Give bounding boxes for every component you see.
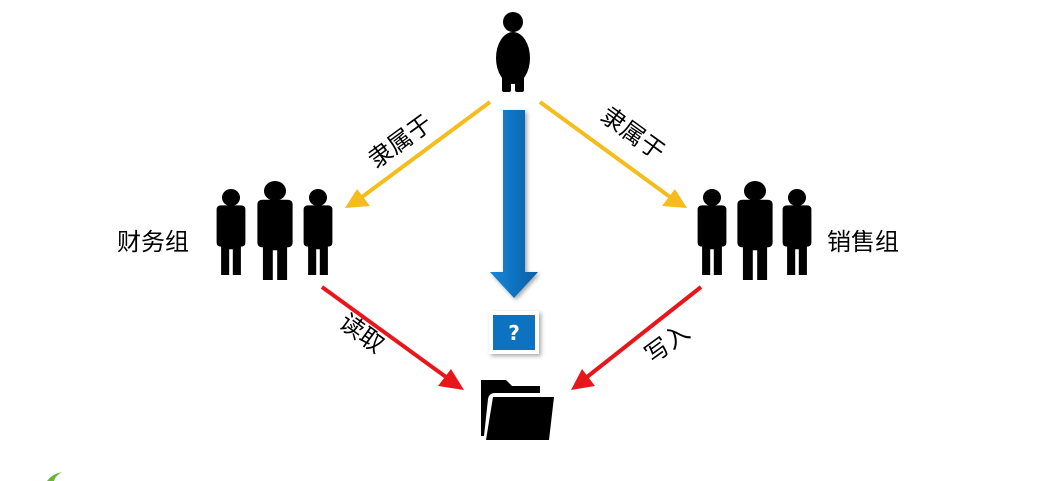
edge-line — [538, 100, 672, 199]
edge-user-to-folder: ? — [489, 110, 539, 354]
edge-arrowhead — [662, 189, 687, 208]
edge-line — [585, 285, 703, 379]
big-down-arrow — [490, 110, 538, 298]
edge-arrowhead — [345, 189, 370, 208]
edge-arrowhead — [438, 369, 464, 390]
edge-arrowhead — [571, 369, 595, 390]
edge-user-to-finance: 隶属于 — [345, 100, 492, 208]
edge-line — [320, 285, 448, 379]
edge-label: 读取 — [334, 308, 389, 359]
unknown-badge-label: ? — [508, 321, 520, 345]
edge-line — [360, 100, 492, 199]
edge-label: 隶属于 — [363, 109, 438, 174]
edge-sales-to-folder: 写入 — [571, 285, 703, 390]
folder-node — [481, 380, 554, 440]
corner-decoration — [47, 472, 62, 481]
sales-group-label: 销售组 — [827, 228, 899, 256]
sales-group-node: 销售组 — [697, 181, 899, 280]
finance-group-label: 财务组 — [117, 228, 189, 256]
edge-label: 写入 — [640, 318, 695, 369]
finance-group-node: 财务组 — [117, 181, 333, 280]
person-icon — [496, 12, 530, 92]
unknown-badge: ? — [489, 311, 539, 354]
group-icon — [216, 181, 333, 280]
edge-label: 隶属于 — [595, 101, 670, 166]
folder-icon — [481, 380, 554, 440]
edge-user-to-sales: 隶属于 — [538, 100, 687, 208]
edge-finance-to-folder: 读取 — [320, 285, 464, 390]
group-icon — [697, 181, 812, 280]
user-node — [496, 12, 530, 92]
